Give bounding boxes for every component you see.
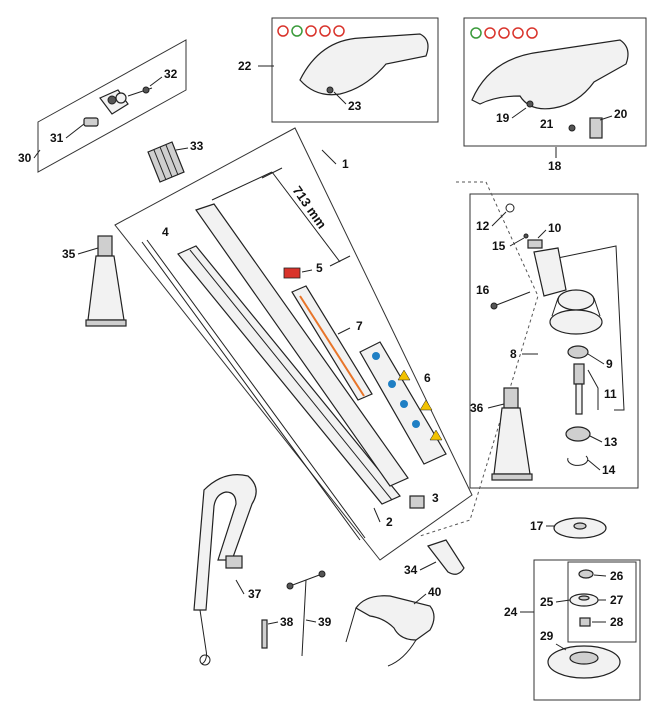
sticker-5 (283, 267, 301, 279)
connector-dashed-line (419, 181, 539, 537)
label-11: 11 (604, 387, 617, 401)
washer-10 (527, 239, 543, 249)
label-8: 8 (510, 347, 517, 361)
label-28: 28 (610, 615, 624, 629)
label-34: 34 (404, 563, 418, 577)
throttle-housing-box (271, 17, 439, 123)
screw-16 (490, 291, 531, 310)
warning-icons-22 (277, 25, 345, 37)
label-27: 27 (610, 593, 624, 607)
grease-tube-35 (85, 235, 127, 327)
housing-18 (471, 39, 629, 110)
gear-head (533, 247, 603, 335)
label-5: 5 (316, 261, 323, 275)
label-38: 38 (280, 615, 294, 629)
gear-shaft-11 (573, 363, 585, 415)
label-6: 6 (424, 371, 431, 385)
spool-25 (569, 593, 599, 607)
grease-tube-36 (491, 387, 533, 481)
label-24: 24 (504, 605, 518, 619)
mowing-head-cover-29 (547, 645, 621, 679)
label-2: 2 (386, 515, 393, 529)
label-17: 17 (530, 519, 544, 533)
label-10: 10 (548, 221, 562, 235)
label-39: 39 (318, 615, 332, 629)
label-1: 1 (342, 157, 349, 171)
harness-strap-37 (193, 474, 257, 666)
safety-glasses-40 (345, 595, 435, 667)
label-30: 30 (18, 151, 32, 165)
label-14: 14 (602, 463, 616, 477)
label-25: 25 (540, 595, 554, 609)
thrust-plate-17 (553, 517, 607, 539)
label-21: 21 (540, 117, 554, 131)
label-35: 35 (62, 247, 76, 261)
throttle-housing-22 (299, 33, 429, 96)
shaft-tube (177, 203, 409, 505)
safety-decal-6 (359, 341, 447, 465)
label-19: 19 (496, 111, 510, 125)
label-7: 7 (356, 319, 363, 333)
label-22: 22 (238, 59, 252, 73)
part-26 (578, 569, 594, 579)
bearing-9 (567, 345, 589, 359)
label-31: 31 (50, 131, 64, 145)
dimension-713mm: 713 mm (290, 183, 330, 231)
label-23: 23 (348, 99, 362, 113)
nut-28 (579, 617, 591, 627)
label-3: 3 (432, 491, 439, 505)
label-32: 32 (164, 67, 178, 81)
coupling-sleeve (147, 141, 185, 183)
label-9: 9 (606, 357, 613, 371)
label-29: 29 (540, 629, 554, 643)
bearing-13 (565, 426, 591, 442)
circlip-14 (567, 455, 589, 466)
drive-shaft (141, 241, 361, 541)
label-18: 18 (548, 159, 562, 173)
handle-assembly-group (37, 39, 187, 173)
mowing-head-box (533, 559, 641, 701)
housing-box-18 (463, 17, 647, 147)
label-20: 20 (614, 107, 628, 121)
label-12: 12 (476, 219, 490, 233)
label-36: 36 (470, 401, 484, 415)
gear-head-box (469, 193, 639, 489)
shaft-kit-box (114, 127, 473, 561)
warning-icons-18 (470, 27, 538, 39)
pin-38 (261, 619, 268, 649)
t-wrench-39 (286, 570, 326, 657)
cap-34 (427, 539, 465, 575)
label-15: 15 (492, 239, 506, 253)
sleeve-3 (409, 495, 425, 509)
label-33: 33 (190, 139, 204, 153)
label-13: 13 (604, 435, 618, 449)
label-26: 26 (610, 569, 624, 583)
label-4: 4 (162, 225, 169, 239)
label-40: 40 (428, 585, 442, 599)
label-16: 16 (476, 283, 490, 297)
label-37: 37 (248, 587, 262, 601)
